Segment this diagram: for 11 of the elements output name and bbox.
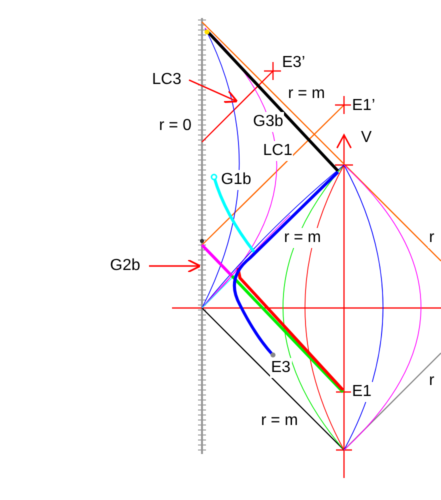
- curve-name: LC3: [152, 70, 188, 90]
- diagram-label: E3’: [281, 53, 306, 73]
- diagram-label: G3b: [252, 112, 284, 132]
- leader-arrow: [149, 259, 202, 273]
- diagram-label: E1: [351, 382, 373, 402]
- diagram-label: LC1: [262, 141, 294, 161]
- diagram-label: r = m: [283, 228, 322, 248]
- curve-name: G2b: [110, 256, 148, 276]
- diagram-label: G1b: [220, 170, 252, 190]
- diagram-label: E3: [270, 358, 292, 378]
- leader-arrow: [188, 79, 238, 103]
